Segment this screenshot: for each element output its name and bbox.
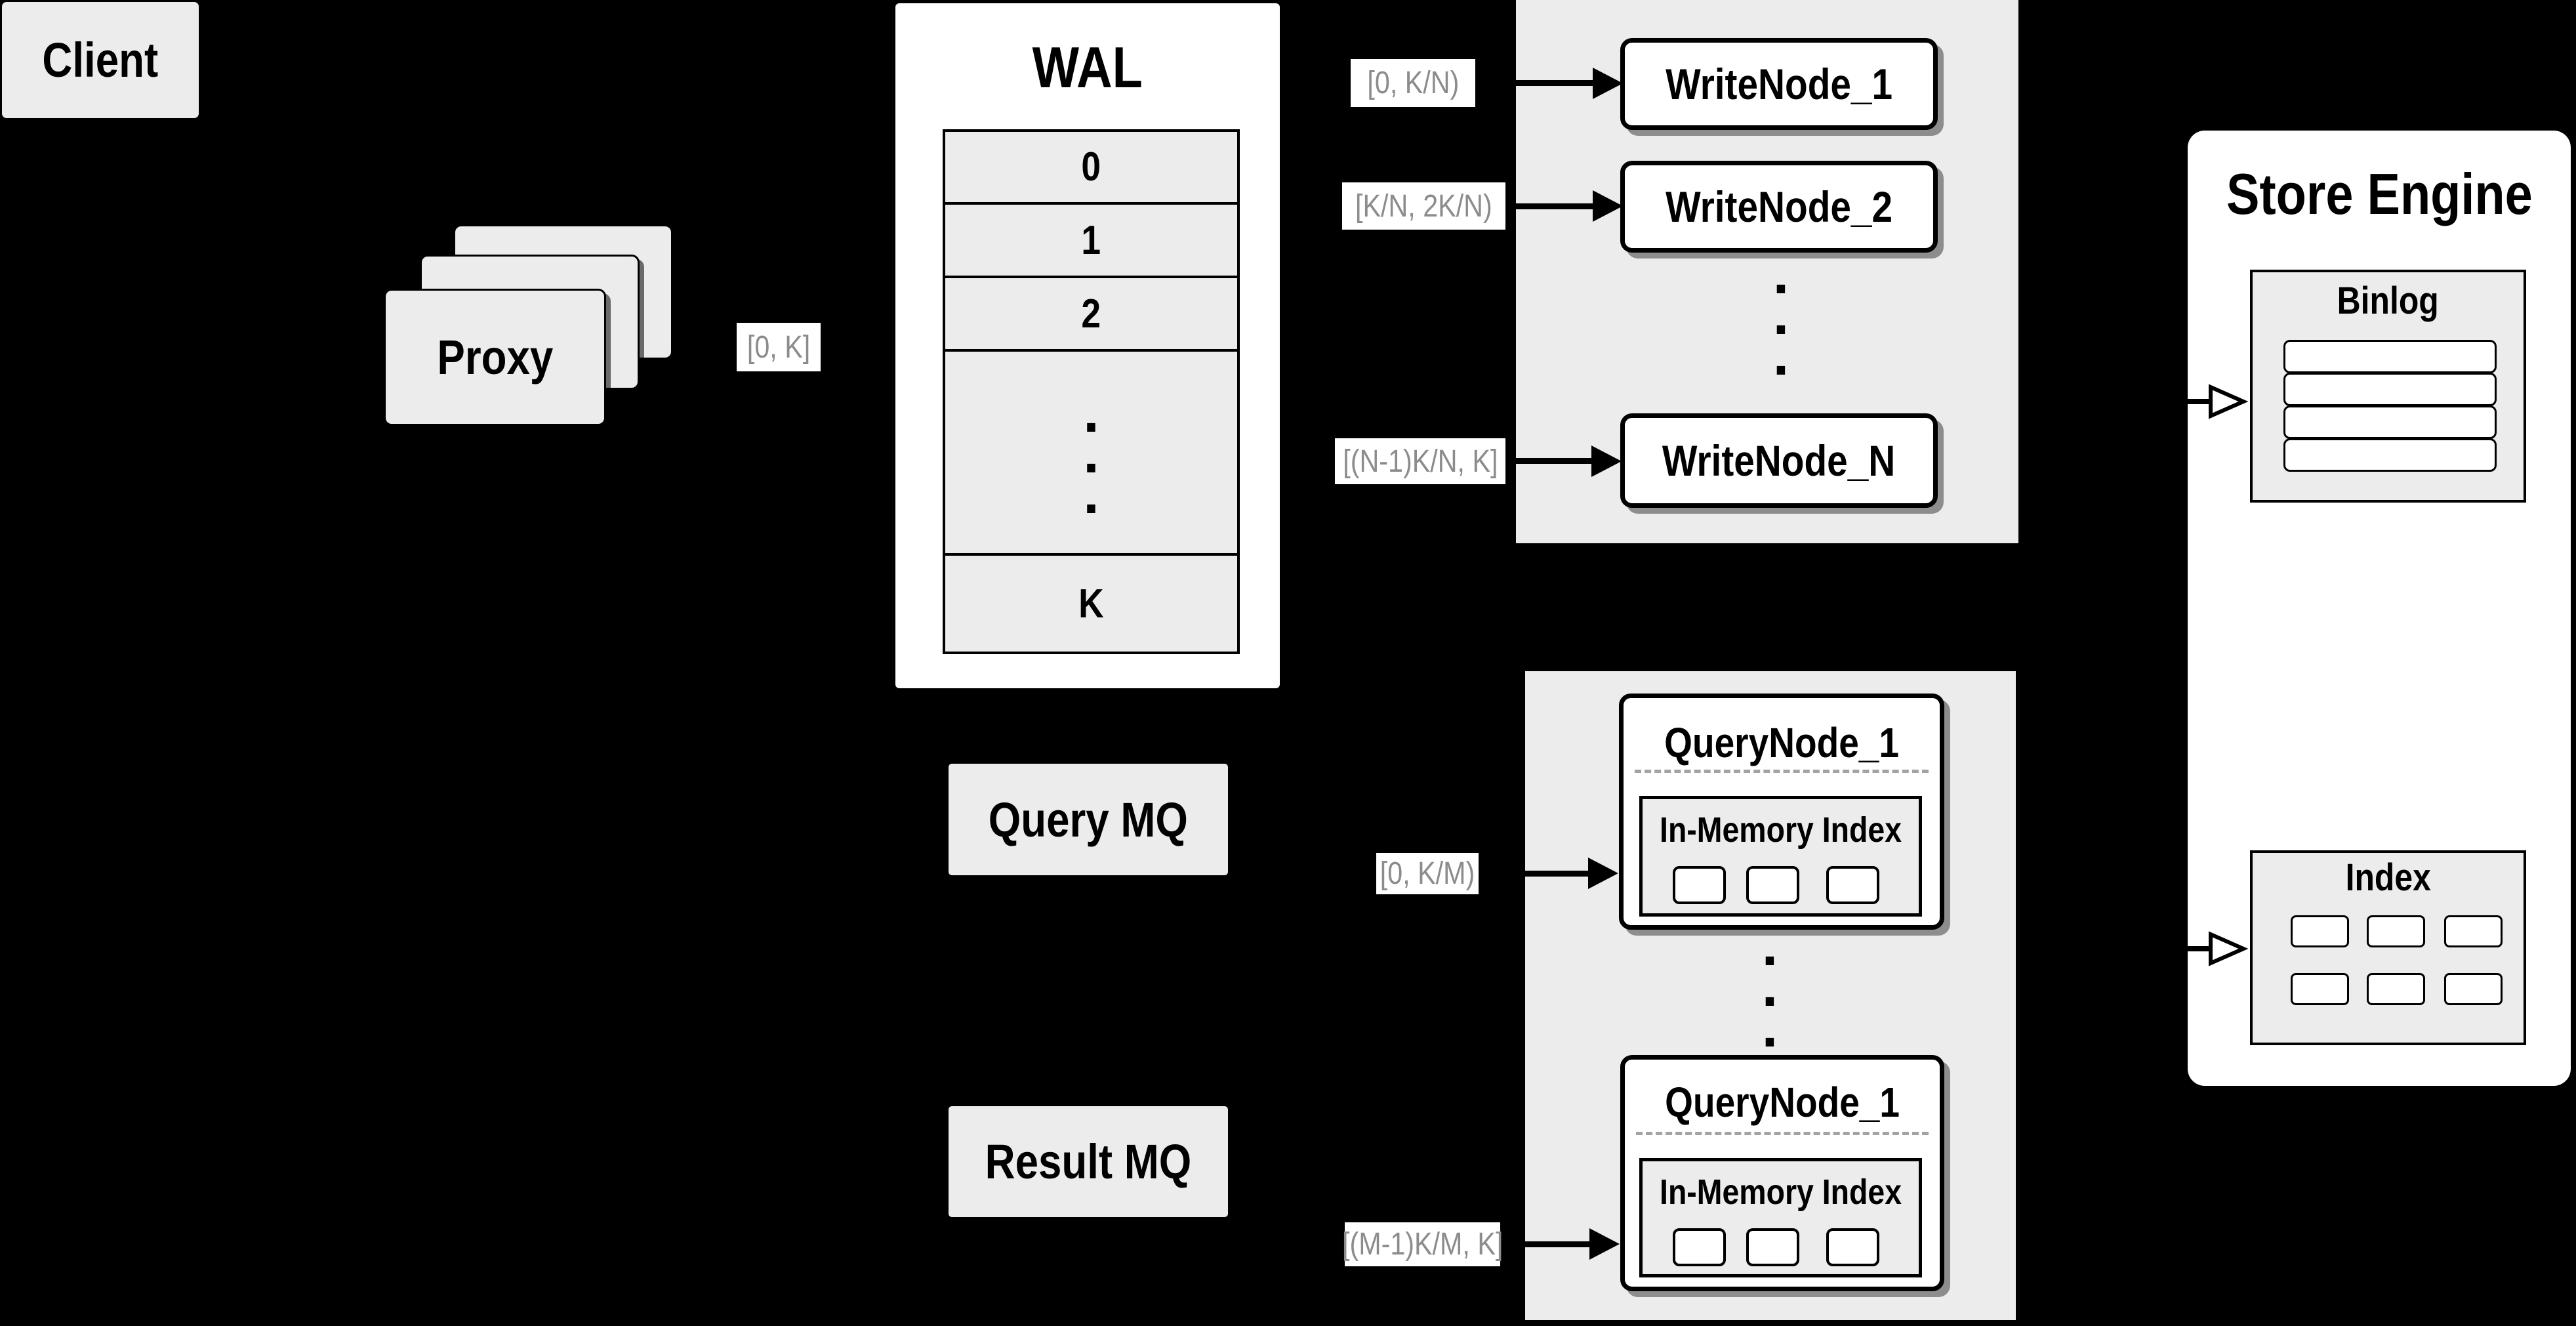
arrow-to-writenode-2: [1505, 203, 1595, 209]
index-segment: [1673, 1228, 1726, 1266]
ellipsis-dot: .: [1761, 953, 1778, 1018]
arrowhead-icon: [1588, 858, 1618, 889]
index-segment: [1746, 1228, 1799, 1266]
query-mq-box: Query MQ: [947, 762, 1230, 877]
index-segment: [1673, 866, 1726, 904]
index-segment: [2291, 973, 2349, 1005]
arrow-to-querynode-1: [1479, 871, 1590, 877]
ellipsis-dot: .: [1772, 322, 1789, 387]
ellipsis-dot: .: [1761, 994, 1778, 1059]
arrow-to-writenode-1: [1475, 80, 1595, 86]
index-segment: [1826, 866, 1879, 904]
binlog-box: [2250, 270, 2526, 503]
index-segment: [2367, 915, 2425, 947]
in-memory-index-box-2: In-Memory Index: [1639, 1158, 1922, 1277]
ellipsis-icon: . . .: [1768, 241, 1794, 387]
range-label-proxy-wal: [0, K]: [737, 323, 821, 371]
querynode-2-title: QueryNode_1: [1665, 1079, 1900, 1126]
writenode-1-box: WriteNode_1: [1620, 38, 1938, 130]
range-label-writenode-n: [(N-1)K/N, K]: [1335, 438, 1505, 484]
range-label-querynode-2: [(M-1)K/M, K]: [1342, 1222, 1503, 1266]
hollow-arrow-binlog-icon: [2170, 384, 2249, 419]
dashed-divider: [1636, 1132, 1929, 1135]
hollow-arrow-index-icon: [2170, 931, 2249, 966]
store-engine-title: Store Engine: [2226, 161, 2533, 226]
range-label-writenode-1: [0, K/N): [1351, 59, 1475, 107]
binlog-segment: [2283, 373, 2497, 406]
result-mq-box: Result MQ: [947, 1104, 1230, 1219]
arrowhead-icon: [1593, 68, 1623, 99]
dashed-divider: [1635, 770, 1929, 773]
binlog-segment: [2283, 340, 2497, 373]
ellipsis-dot: .: [1083, 419, 1099, 485]
binlog-segment: [2283, 405, 2497, 439]
index-segment: [2291, 915, 2349, 947]
client-box-bottom: Client: [0, 0, 201, 120]
proxy-box: Proxy: [384, 289, 606, 426]
index-segment: [2367, 973, 2425, 1005]
arrow-to-querynode-2: [1503, 1241, 1591, 1247]
ellipsis-dot: .: [1083, 379, 1099, 444]
in-memory-index-label: In-Memory Index: [1660, 810, 1902, 850]
index-box: [2250, 850, 2526, 1045]
wal-row-ellipsis: . . .: [945, 352, 1237, 556]
arrowhead-icon: [1589, 1228, 1620, 1260]
arrowhead-icon: [1591, 445, 1622, 477]
ellipsis-dot: .: [1772, 281, 1789, 346]
arrowhead-icon: [1593, 190, 1623, 222]
index-title: Index: [2345, 856, 2431, 899]
wal-row-2: 2: [945, 278, 1237, 352]
ellipsis-dot: .: [1761, 913, 1778, 978]
ellipsis-icon: . . .: [1083, 379, 1099, 526]
index-segment: [1826, 1228, 1879, 1266]
binlog-segment: [2283, 438, 2497, 472]
wal-row-k: K: [1078, 581, 1104, 627]
index-segment: [2444, 973, 2503, 1005]
wal-log-table: 0 1 2 . . . K: [943, 129, 1240, 654]
range-label-writenode-2: [K/N, 2K/N): [1342, 182, 1505, 230]
wal-row-1: 1: [945, 205, 1237, 278]
proxy-label: Proxy: [437, 330, 553, 384]
ellipsis-icon: . . .: [1757, 913, 1783, 1059]
binlog-title: Binlog: [2337, 279, 2440, 322]
client-bottom-label: Client: [42, 33, 159, 87]
ellipsis-dot: .: [1772, 241, 1789, 306]
index-segment: [2444, 915, 2503, 947]
writenode-n-box: WriteNode_N: [1620, 413, 1938, 508]
in-memory-index-label: In-Memory Index: [1660, 1172, 1902, 1212]
querynode-1-title: QueryNode_1: [1664, 719, 1899, 766]
wal-title: WAL: [1032, 35, 1143, 100]
wal-row-0: 0: [945, 132, 1237, 205]
arrow-to-writenode-n: [1505, 458, 1593, 464]
writenode-2-box: WriteNode_2: [1620, 161, 1938, 253]
ellipsis-dot: .: [1083, 460, 1099, 526]
index-segment: [1746, 866, 1799, 904]
range-label-querynode-1: [0, K/M): [1376, 853, 1479, 894]
in-memory-index-box-1: In-Memory Index: [1639, 796, 1922, 917]
